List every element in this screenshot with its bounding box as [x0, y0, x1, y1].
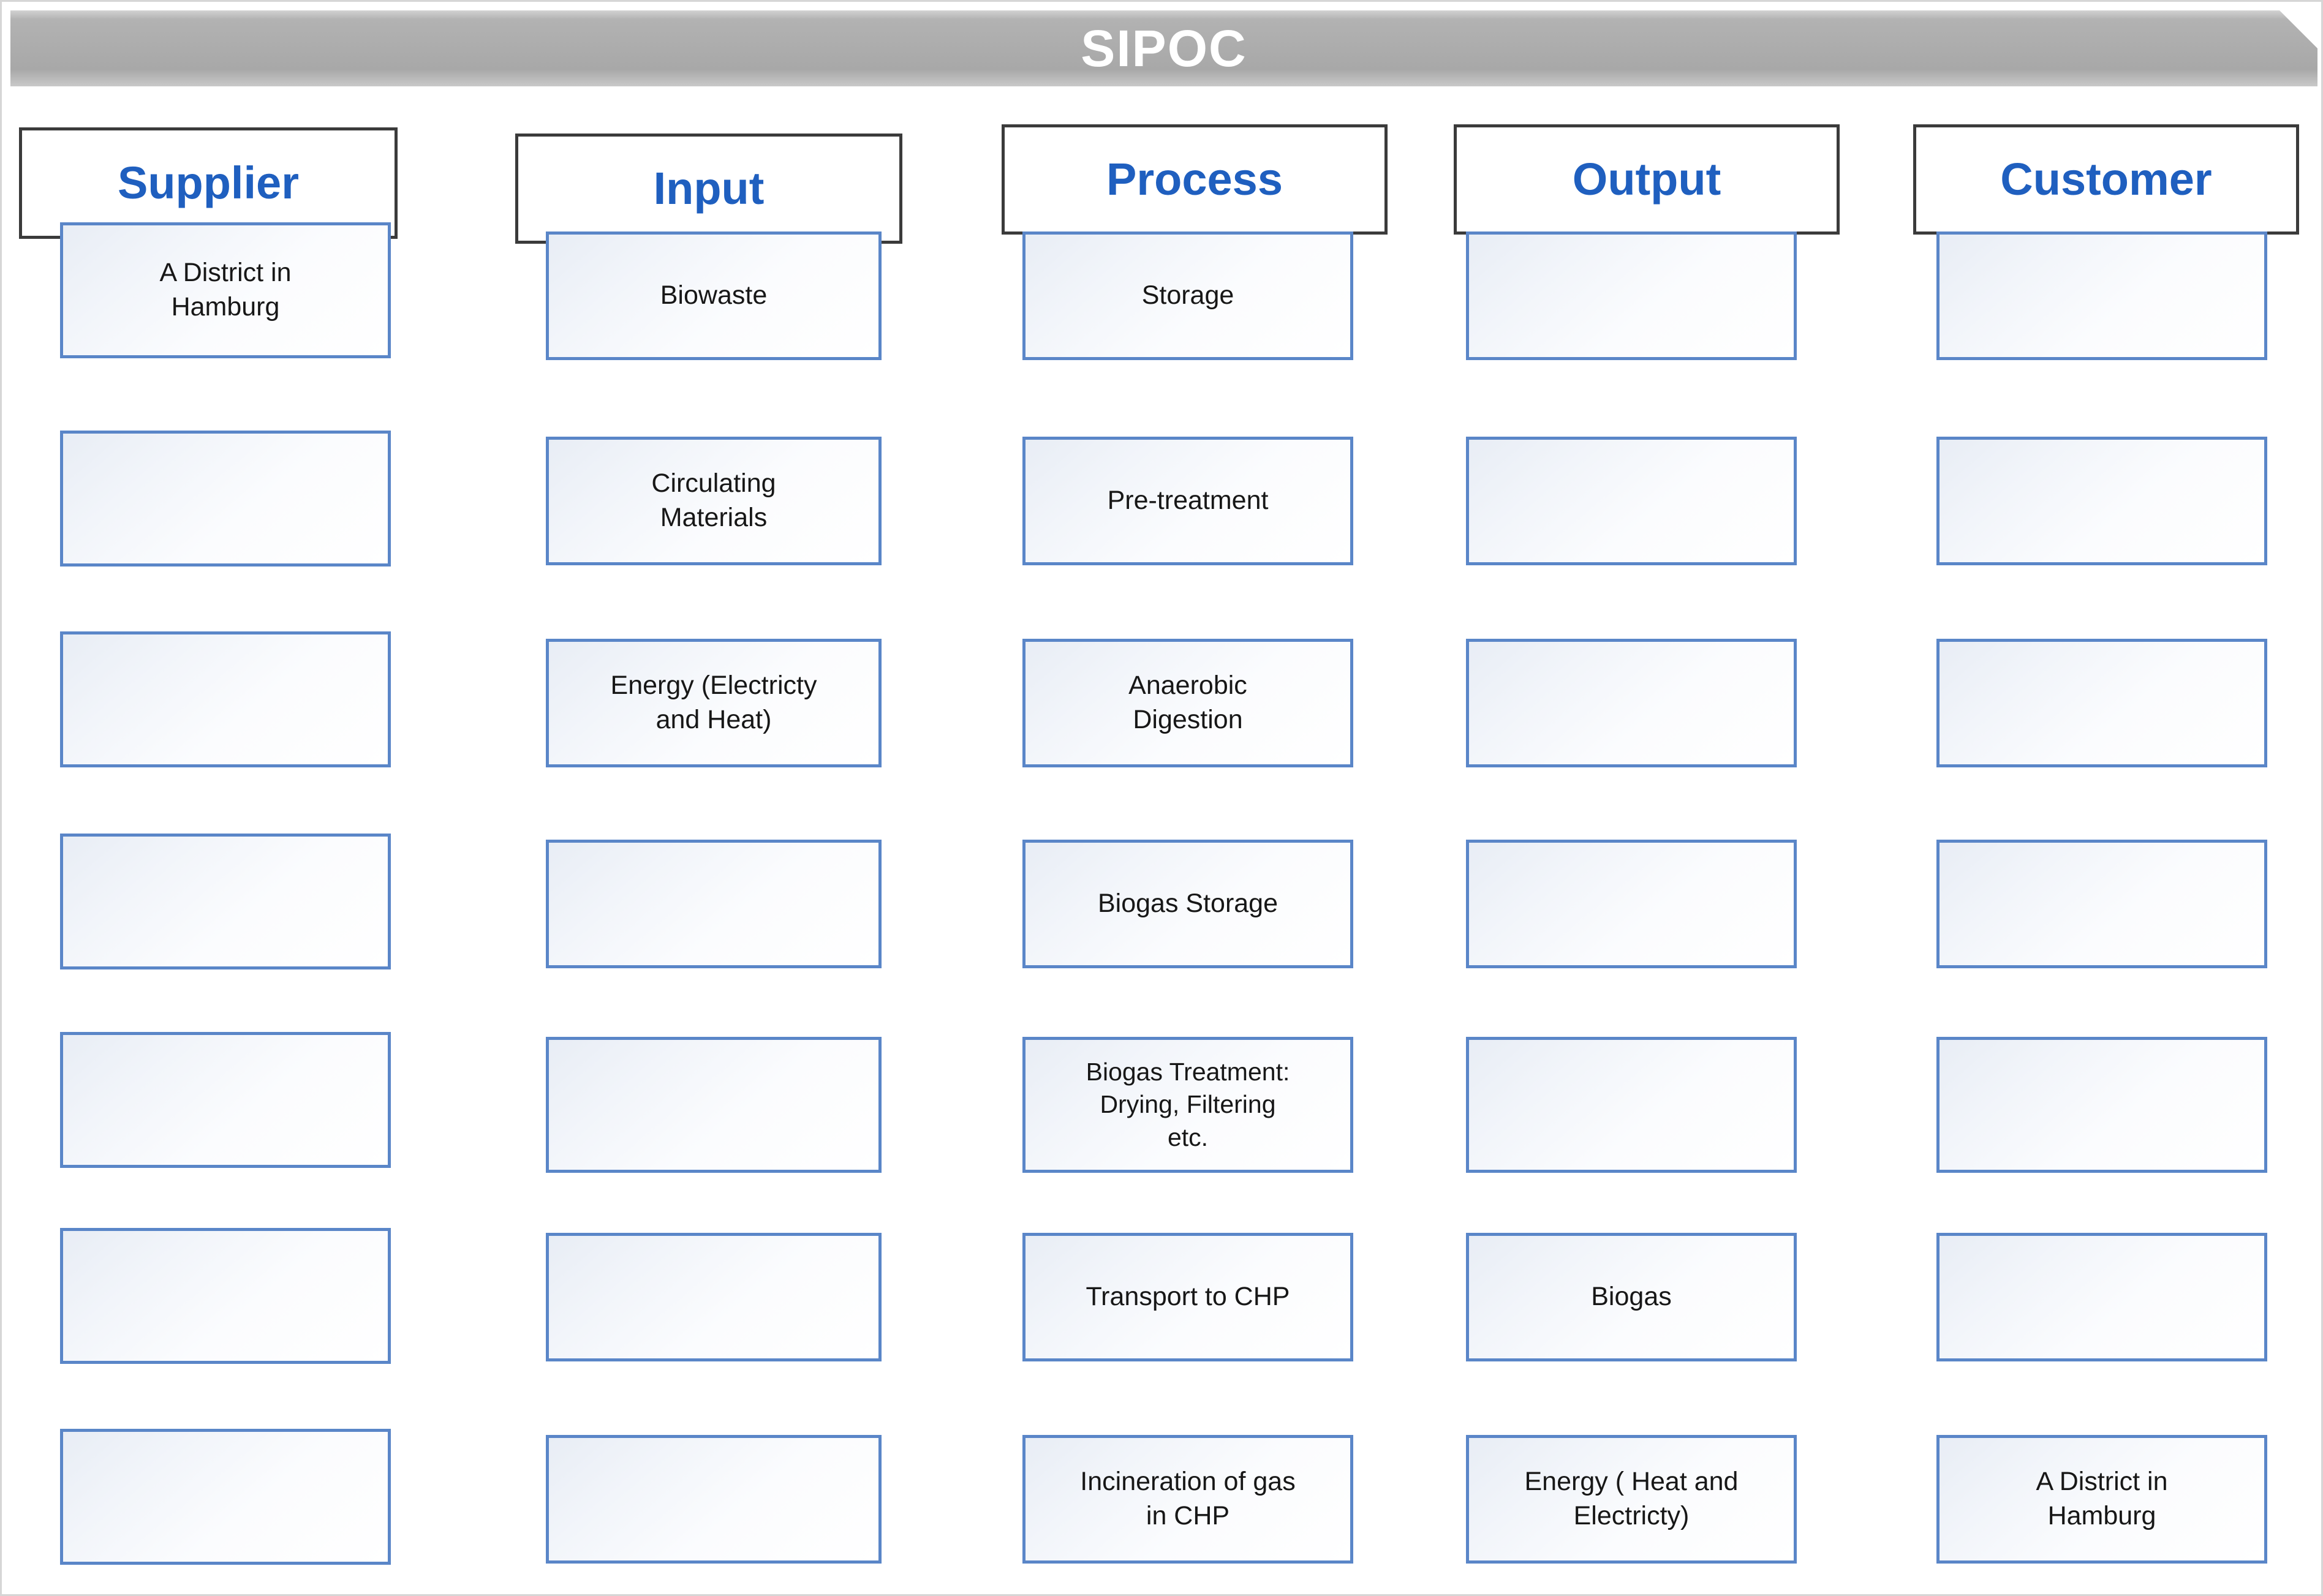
column-header-supplier: Supplier	[19, 127, 398, 239]
cell-supplier-5-empty[interactable]	[60, 1032, 391, 1168]
cell-input-7-empty[interactable]	[546, 1435, 882, 1564]
column-header-label: Output	[1572, 154, 1721, 205]
cell-label: Transport to CHP	[1086, 1282, 1290, 1312]
cell-customer-1-empty[interactable]	[1936, 231, 2267, 360]
column-header-customer: Customer	[1913, 124, 2299, 235]
cell-label: Pre-treatment	[1107, 486, 1269, 516]
cell-customer-6-empty[interactable]	[1936, 1233, 2267, 1361]
cell-supplier-3-empty[interactable]	[60, 631, 391, 767]
cell-process-4[interactable]: Biogas Storage	[1022, 840, 1353, 968]
cell-supplier-4-empty[interactable]	[60, 834, 391, 969]
cell-customer-3-empty[interactable]	[1936, 639, 2267, 767]
cell-input-5-empty[interactable]	[546, 1037, 882, 1173]
cell-supplier-6-empty[interactable]	[60, 1228, 391, 1364]
cell-label: Storage	[1141, 280, 1234, 311]
cell-customer-5-empty[interactable]	[1936, 1037, 2267, 1173]
sipoc-banner: SIPOC	[10, 10, 2317, 86]
banner-title: SIPOC	[1081, 20, 1247, 77]
cell-supplier-7-empty[interactable]	[60, 1429, 391, 1565]
column-header-label: Input	[653, 163, 765, 214]
cell-input-6-empty[interactable]	[546, 1233, 882, 1361]
column-header-label: Process	[1106, 154, 1283, 205]
cell-output-3-empty[interactable]	[1466, 639, 1797, 767]
column-header-output: Output	[1454, 124, 1840, 235]
cell-customer-2-empty[interactable]	[1936, 437, 2267, 565]
cell-label: Biogas	[1591, 1282, 1672, 1312]
column-header-label: Supplier	[117, 157, 300, 208]
cell-output-2-empty[interactable]	[1466, 437, 1797, 565]
cell-input-1[interactable]: Biowaste	[546, 231, 882, 360]
cell-label: Biowaste	[660, 280, 768, 311]
cell-input-4-empty[interactable]	[546, 840, 882, 968]
cell-process-6[interactable]: Transport to CHP	[1022, 1233, 1353, 1361]
column-header-label: Customer	[2000, 154, 2212, 205]
cell-output-1-empty[interactable]	[1466, 231, 1797, 360]
cell-output-5-empty[interactable]	[1466, 1037, 1797, 1173]
cell-label: Biogas Storage	[1097, 889, 1279, 919]
cell-process-2[interactable]: Pre-treatment	[1022, 437, 1353, 565]
cell-output-4-empty[interactable]	[1466, 840, 1797, 968]
column-header-input: Input	[515, 134, 902, 244]
cell-process-1[interactable]: Storage	[1022, 231, 1353, 360]
column-header-process: Process	[1002, 124, 1388, 235]
cell-customer-4-empty[interactable]	[1936, 840, 2267, 968]
cell-supplier-2-empty[interactable]	[60, 431, 391, 567]
cell-output-6[interactable]: Biogas	[1466, 1233, 1797, 1361]
